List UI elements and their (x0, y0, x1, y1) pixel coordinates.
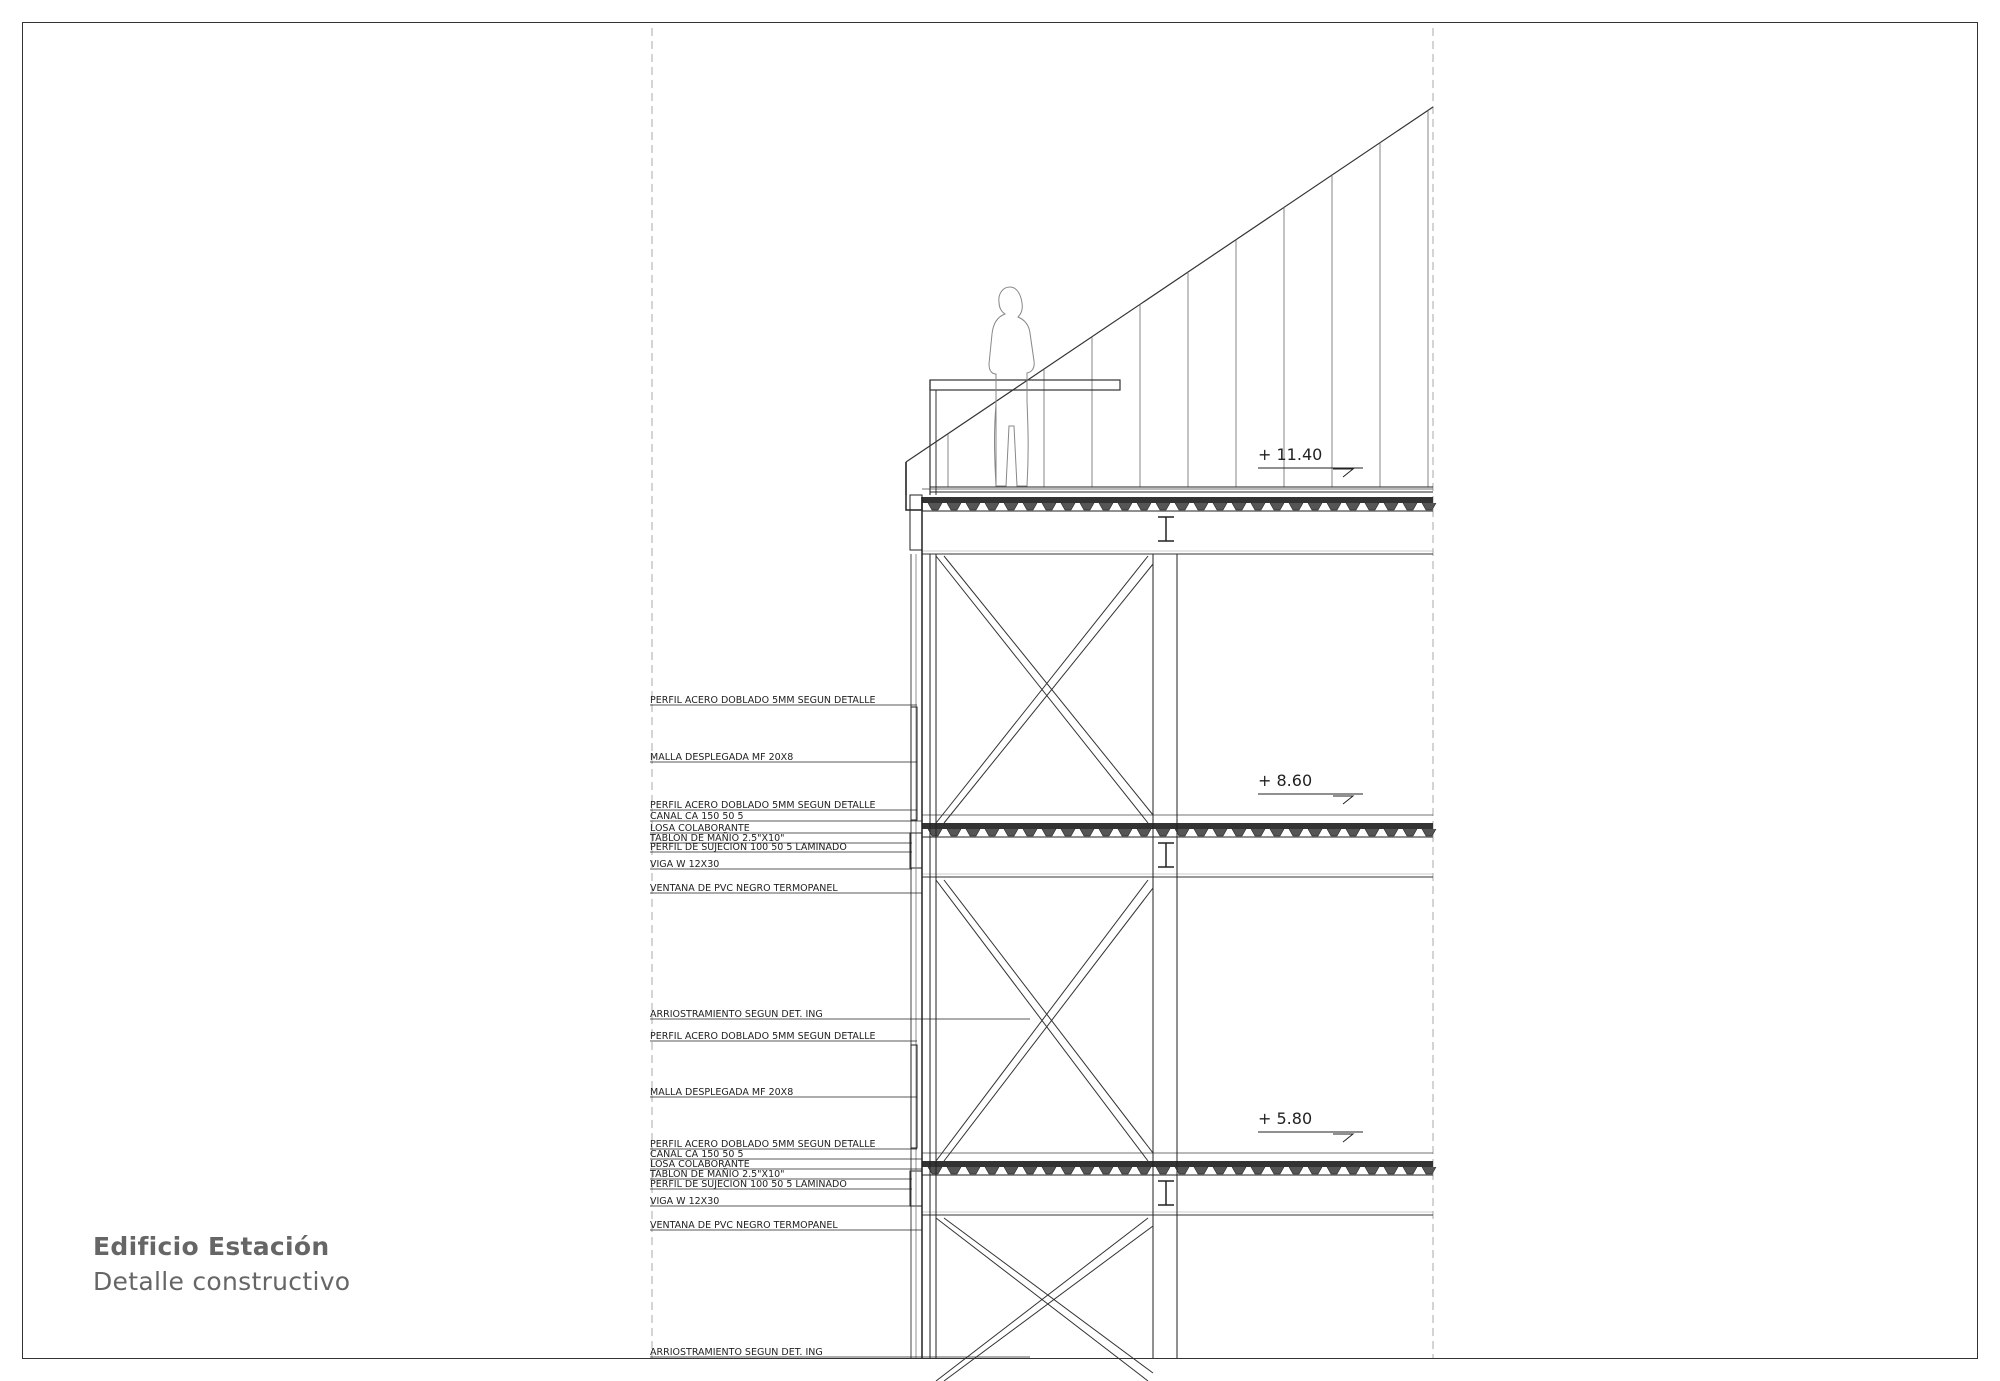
annotation: PERFIL DE SUJECION 100 50 5 LAMINADO (650, 1179, 912, 1190)
annotation: PERFIL ACERO DOBLADO 5MM SEGUN DETALLE (650, 1031, 917, 1042)
level-label: + 8.60 (1258, 771, 1312, 790)
annotation-text: MALLA DESPLEGADA MF 20X8 (650, 1087, 793, 1098)
annotation: ARRIOSTRAMIENTO SEGUN DET. ING (650, 1347, 1030, 1358)
annotation: PERFIL ACERO DOBLADO 5MM SEGUN DETALLE (650, 695, 917, 706)
steel-beam (1158, 1180, 1174, 1206)
annotation-text: MALLA DESPLEGADA MF 20X8 (650, 752, 793, 763)
annotation: LOSA COLABORANTE (650, 1159, 922, 1170)
drawing-title: Edificio Estación (93, 1232, 330, 1261)
annotation: CANAL CA 150 50 5 (650, 811, 922, 822)
annotation: CANAL CA 150 50 5 (650, 1149, 922, 1160)
annotation-text: CANAL CA 150 50 5 (650, 1149, 744, 1160)
annotation: PERFIL DE SUJECION 100 50 5 LAMINADO (650, 842, 912, 853)
annotation: TABLON DE MAÑIO 2.5"X10" (649, 1169, 912, 1180)
annotation: PERFIL ACERO DOBLADO 5MM SEGUN DETALLE (650, 1139, 917, 1150)
annotation-text: TABLON DE MAÑIO 2.5"X10" (649, 833, 785, 844)
drawing-subtitle: Detalle constructivo (93, 1267, 351, 1296)
sloped-screen (905, 106, 1434, 495)
annotation-text: VIGA W 12X30 (650, 1196, 719, 1207)
level-triangle (1333, 1133, 1355, 1143)
cross-bracing (935, 555, 1154, 824)
annotation: ARRIOSTRAMIENTO SEGUN DET. ING (650, 1009, 1030, 1020)
level-triangle (1333, 795, 1355, 805)
edge-profile (909, 494, 923, 551)
annotation: MALLA DESPLEGADA MF 20X8 (650, 752, 917, 763)
level-marker: + 5.80 (1258, 1109, 1363, 1143)
level-marker: + 11.40 (1258, 445, 1363, 478)
annotation: MALLA DESPLEGADA MF 20X8 (650, 1087, 917, 1098)
annotation: VENTANA DE PVC NEGRO TERMOPANEL (650, 1220, 922, 1231)
annotation: VENTANA DE PVC NEGRO TERMOPANEL (650, 883, 922, 894)
floor-slab (909, 488, 1437, 555)
mesh-panel (910, 706, 918, 821)
level-triangle (1333, 468, 1355, 478)
annotation-text: PERFIL ACERO DOBLADO 5MM SEGUN DETALLE (650, 1031, 876, 1042)
cross-bracing (935, 879, 1154, 1162)
annotation-text: VENTANA DE PVC NEGRO TERMOPANEL (650, 883, 838, 894)
cross-bracing (935, 1217, 1154, 1381)
annotation-text: PERFIL ACERO DOBLADO 5MM SEGUN DETALLE (650, 695, 876, 706)
annotation-text: PERFIL ACERO DOBLADO 5MM SEGUN DETALLE (650, 800, 876, 811)
annotation-text: VENTANA DE PVC NEGRO TERMOPANEL (650, 1220, 838, 1231)
steel-beam (1158, 516, 1174, 542)
annotation: TABLON DE MAÑIO 2.5"X10" (649, 833, 912, 844)
level-label: + 5.80 (1258, 1109, 1312, 1128)
annotation-text: ARRIOSTRAMIENTO SEGUN DET. ING (650, 1009, 823, 1020)
annotation: PERFIL ACERO DOBLADO 5MM SEGUN DETALLE (650, 800, 917, 811)
mesh-panel (910, 1044, 918, 1149)
annotation-text: PERFIL DE SUJECION 100 50 5 LAMINADO (650, 1179, 847, 1190)
person-figure (988, 286, 1035, 487)
annotation-text: ARRIOSTRAMIENTO SEGUN DET. ING (650, 1347, 823, 1358)
level-label: + 11.40 (1258, 445, 1322, 464)
annotation: LOSA COLABORANTE (650, 823, 922, 834)
steel-beam (1158, 842, 1174, 868)
parapet (905, 462, 923, 511)
floor-slab (909, 1152, 1437, 1216)
annotation-text: PERFIL DE SUJECION 100 50 5 LAMINADO (650, 842, 847, 853)
floor-slab (909, 814, 1437, 878)
title-block: Edificio Estación Detalle constructivo (93, 1232, 350, 1296)
annotation-text: PERFIL ACERO DOBLADO 5MM SEGUN DETALLE (650, 1139, 876, 1150)
level-marker: + 8.60 (1258, 771, 1363, 805)
annotation: VIGA W 12X30 (650, 859, 912, 870)
annotation-text: TABLON DE MAÑIO 2.5"X10" (649, 1169, 785, 1180)
sheet-border (22, 22, 1978, 1359)
annotation: VIGA W 12X30 (650, 1196, 912, 1207)
annotation-text: LOSA COLABORANTE (650, 1159, 750, 1170)
annotation-text: LOSA COLABORANTE (650, 823, 750, 834)
annotation-text: VIGA W 12X30 (650, 859, 719, 870)
annotation-text: CANAL CA 150 50 5 (650, 811, 744, 822)
railing (929, 379, 1121, 495)
